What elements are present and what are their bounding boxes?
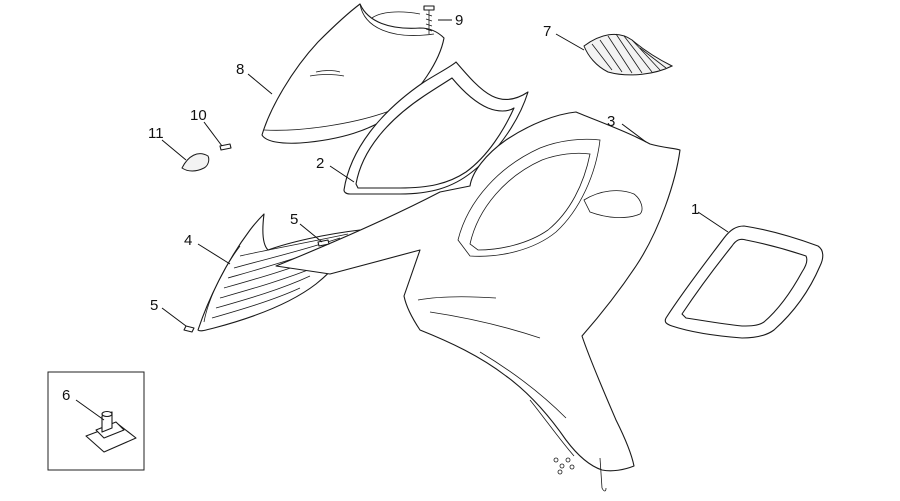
part-5-screw-lower: [183, 325, 195, 333]
part-10-pin: [219, 143, 232, 151]
callout-7: 7: [543, 23, 551, 40]
part-9-screw: [423, 5, 435, 34]
callout-11: 11: [148, 125, 164, 142]
callout-10: 10: [190, 107, 207, 124]
part-6-clip-nut: [85, 410, 137, 453]
part-7-hatched-panel: [583, 33, 674, 76]
part-2-frame: [343, 61, 529, 195]
part-11-cap: [181, 153, 210, 172]
part-3-front-shield: [275, 111, 681, 492]
callout-1: 1: [691, 201, 699, 218]
callout-4: 4: [184, 232, 192, 249]
callout-8: 8: [236, 61, 244, 78]
callout-6: 6: [62, 387, 70, 404]
callout-labels: 1 2 3 4 5 5 6 7 8 9 10 11: [62, 12, 699, 404]
callout-5-upper: 5: [290, 211, 298, 228]
vent-holes: [553, 457, 575, 475]
callout-3: 3: [607, 113, 615, 130]
callout-5-lower: 5: [150, 297, 158, 314]
part-1-headlight-bezel: [664, 225, 824, 339]
callout-2: 2: [316, 155, 324, 172]
leader-lines: [75, 19, 729, 421]
callout-9: 9: [455, 12, 463, 29]
inset-part-6: [47, 371, 145, 471]
